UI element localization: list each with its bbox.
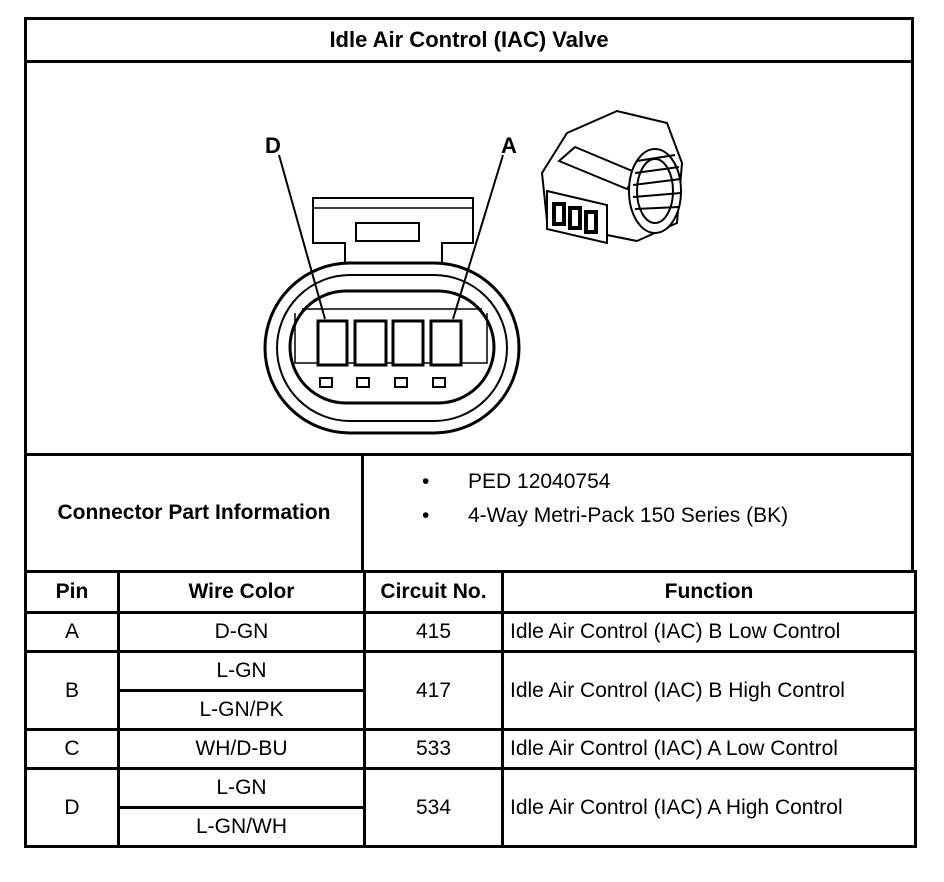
header-function: Function	[501, 570, 917, 614]
table-row: L-GN/WH	[26, 806, 916, 848]
header-pin: Pin	[24, 570, 120, 614]
connector-part-info-label: Connector Part Information	[24, 453, 364, 573]
function-cell: Idle Air Control (IAC) A High Control	[501, 767, 917, 848]
table-row: C WH/D-BU 533 Idle Air Control (IAC) A L…	[24, 728, 917, 770]
circuit-cell: 533	[363, 728, 504, 770]
table-row: B L-GN 417 Idle Air Control (IAC) B High…	[24, 650, 917, 731]
wire-color-cell: L-GN	[117, 767, 366, 809]
bullet-icon: •	[422, 470, 430, 493]
list-item: • PED 12040754	[422, 470, 610, 494]
circuit-cell: 417	[363, 650, 504, 731]
part-number: PED 12040754	[468, 470, 611, 493]
wire-color-cell: WH/D-BU	[117, 728, 366, 770]
table-row: L-GN/PK	[26, 689, 916, 731]
wire-color-cell: L-GN/WH	[117, 806, 366, 848]
pin-label-a: A	[501, 133, 517, 158]
circuit-cell: 415	[363, 611, 504, 653]
header-wire-color: Wire Color	[117, 570, 366, 614]
pinout-table: Pin Wire Color Circuit No. Function A D-…	[24, 570, 917, 848]
connector-sheet: Idle Air Control (IAC) Valve	[24, 17, 917, 863]
connector-part-info-list: • PED 12040754 • 4-Way Metri-Pack 150 Seri…	[361, 453, 914, 573]
connector-face-drawing	[263, 109, 684, 435]
table-row: A D-GN 415 Idle Air Control (IAC) B Low …	[24, 611, 917, 653]
pin-cell: C	[24, 728, 120, 770]
connector-perspective-image	[540, 109, 684, 245]
page-title: Idle Air Control (IAC) Valve	[24, 17, 914, 63]
connector-figure: D A	[24, 60, 914, 456]
wire-color-cell: L-GN	[117, 650, 366, 692]
table-header-row: Pin Wire Color Circuit No. Function	[24, 570, 917, 614]
header-circuit: Circuit No.	[363, 570, 504, 614]
bullet-icon: •	[422, 504, 430, 527]
wire-color-cell: D-GN	[117, 611, 366, 653]
function-cell: Idle Air Control (IAC) B Low Control	[501, 611, 917, 653]
function-cell: Idle Air Control (IAC) A Low Control	[501, 728, 917, 770]
pin-cell: D	[24, 767, 120, 848]
pin-cell: B	[24, 650, 120, 731]
table-row: D L-GN 534 Idle Air Control (IAC) A High…	[24, 767, 917, 848]
pin-label-d: D	[265, 133, 281, 158]
wire-color-cell: L-GN/PK	[117, 689, 366, 731]
series-name: 4-Way Metri-Pack 150 Series (BK)	[468, 504, 789, 527]
list-item: • 4-Way Metri-Pack 150 Series (BK)	[422, 504, 788, 528]
pin-cell: A	[24, 611, 120, 653]
function-cell: Idle Air Control (IAC) B High Control	[501, 650, 917, 731]
circuit-cell: 534	[363, 767, 504, 848]
